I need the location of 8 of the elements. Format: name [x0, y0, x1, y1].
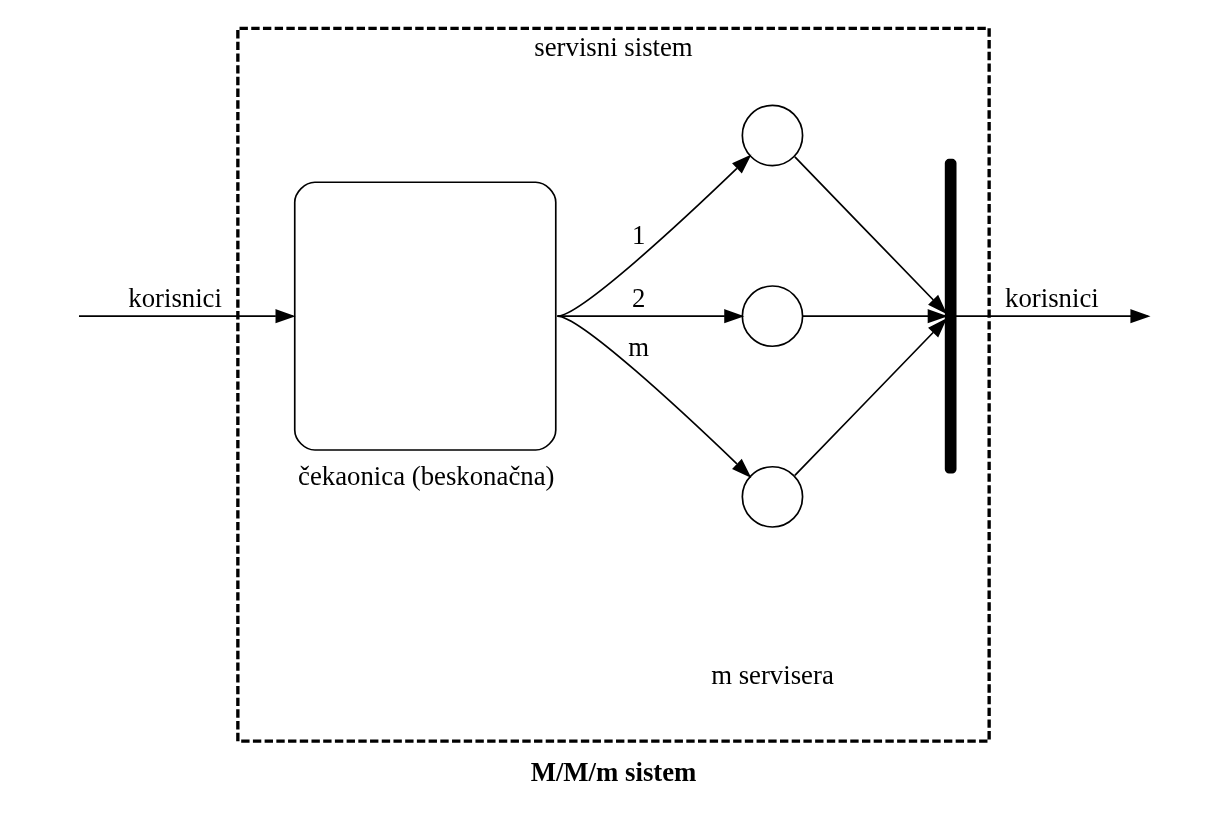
label: m servisera — [711, 659, 834, 690]
edge-label: 2 — [631, 283, 646, 314]
caption: M/M/m sistem — [530, 756, 697, 787]
edge-label: korisnici — [128, 283, 222, 314]
node-label: čekaonica (beskonačna) — [298, 460, 555, 491]
edge-label: m — [628, 331, 650, 362]
edge-label: korisnici — [1005, 283, 1099, 314]
edge-label: 1 — [631, 219, 646, 250]
